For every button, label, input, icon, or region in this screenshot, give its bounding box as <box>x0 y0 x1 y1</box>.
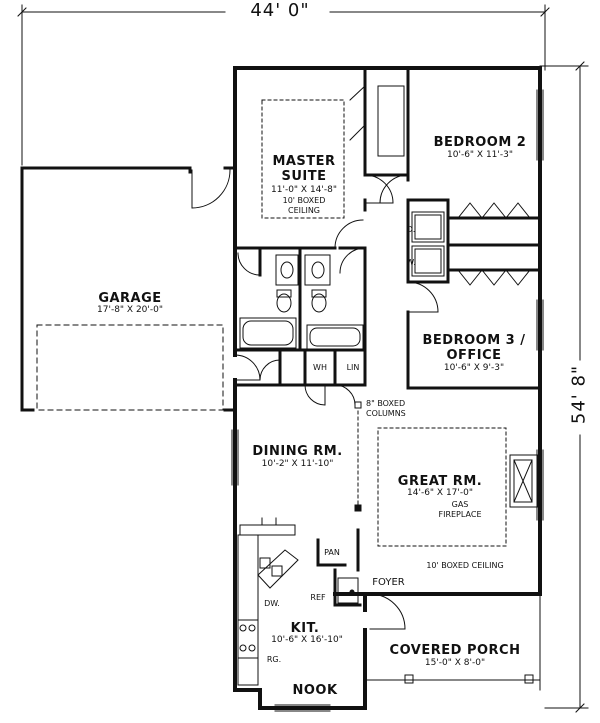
fireplace <box>509 454 539 508</box>
master-ceiling-note-1: 10' BOXED <box>282 196 326 205</box>
dishwasher-label: DW. <box>264 599 280 608</box>
garage-label: GARAGE <box>98 291 162 306</box>
overall-width-label: 44' 0" <box>250 0 310 21</box>
water-heater-label: WH <box>313 363 327 372</box>
garage-entry-door-swing <box>191 169 231 209</box>
master-suite-label-2: SUITE <box>281 169 327 184</box>
columns-note-1: 8" BOXED <box>366 399 406 408</box>
great-room-ceiling-note: 10' BOXED CEILING <box>426 561 504 570</box>
bedroom-3-size: 10'-6" X 9'-3" <box>443 363 505 373</box>
dryer-label: D. <box>406 225 416 234</box>
master-ceiling-note-2: CEILING <box>288 206 320 215</box>
width-dimension-line <box>17 4 550 166</box>
boxed-column-bottom <box>354 504 362 512</box>
covered-porch-label: COVERED PORCH <box>389 643 521 658</box>
master-suite-label-1: MASTER <box>272 154 336 169</box>
garage-door-outline <box>36 324 224 411</box>
columns-note-2: COLUMNS <box>366 409 406 418</box>
master-bath-fixtures <box>239 85 405 350</box>
overall-depth-label: 54' 8" <box>568 364 590 425</box>
range-label: RG. <box>266 655 282 664</box>
laundry-appliances <box>411 211 445 277</box>
great-room-boxed-ceiling-outline <box>377 427 507 547</box>
closet-bifold-doors <box>349 85 531 286</box>
door-swings <box>234 174 439 630</box>
refrigerator-label: REF <box>310 593 326 602</box>
garage-size: 17'-8" X 20'-0" <box>97 305 163 315</box>
bedroom-3-label-1: BEDROOM 3 / <box>422 333 526 348</box>
bedroom-3-label-2: OFFICE <box>446 348 502 363</box>
dining-room-size: 10'-2" X 11'-10" <box>261 459 334 469</box>
washer-label: W. <box>406 258 416 267</box>
covered-porch-size: 15'-0" X 8'-0" <box>424 658 486 668</box>
exterior-walls <box>233 66 542 710</box>
linen-closet-label: LIN <box>346 363 360 372</box>
depth-dimension-line <box>539 61 589 713</box>
great-room-label: GREAT RM. <box>397 474 483 489</box>
fireplace-note-1: GAS <box>451 500 469 509</box>
kitchen-size: 10'-6" X 16'-10" <box>271 635 343 645</box>
master-boxed-ceiling-outline <box>261 99 345 219</box>
windows <box>231 89 544 712</box>
porch-posts <box>364 593 541 691</box>
pantry-label: PAN <box>324 548 340 557</box>
great-room-size: 14'-6" X 17'-0" <box>407 488 473 498</box>
bedroom-2-size: 10'-6" X 11'-3" <box>447 150 513 160</box>
bedroom-2-label: BEDROOM 2 <box>433 135 527 150</box>
kitchen-label: KIT. <box>290 621 320 636</box>
foyer-label: FOYER <box>372 577 405 588</box>
master-suite-size: 11'-0" X 14'-8" <box>271 185 337 195</box>
dining-room-label: DINING RM. <box>252 444 343 459</box>
boxed-column-top <box>354 401 362 409</box>
fireplace-note-2: FIREPLACE <box>438 510 482 519</box>
nook-label: NOOK <box>292 683 338 698</box>
garage-walls <box>20 166 237 412</box>
interior-walls <box>233 66 542 607</box>
kitchen-cabinets <box>237 517 359 686</box>
